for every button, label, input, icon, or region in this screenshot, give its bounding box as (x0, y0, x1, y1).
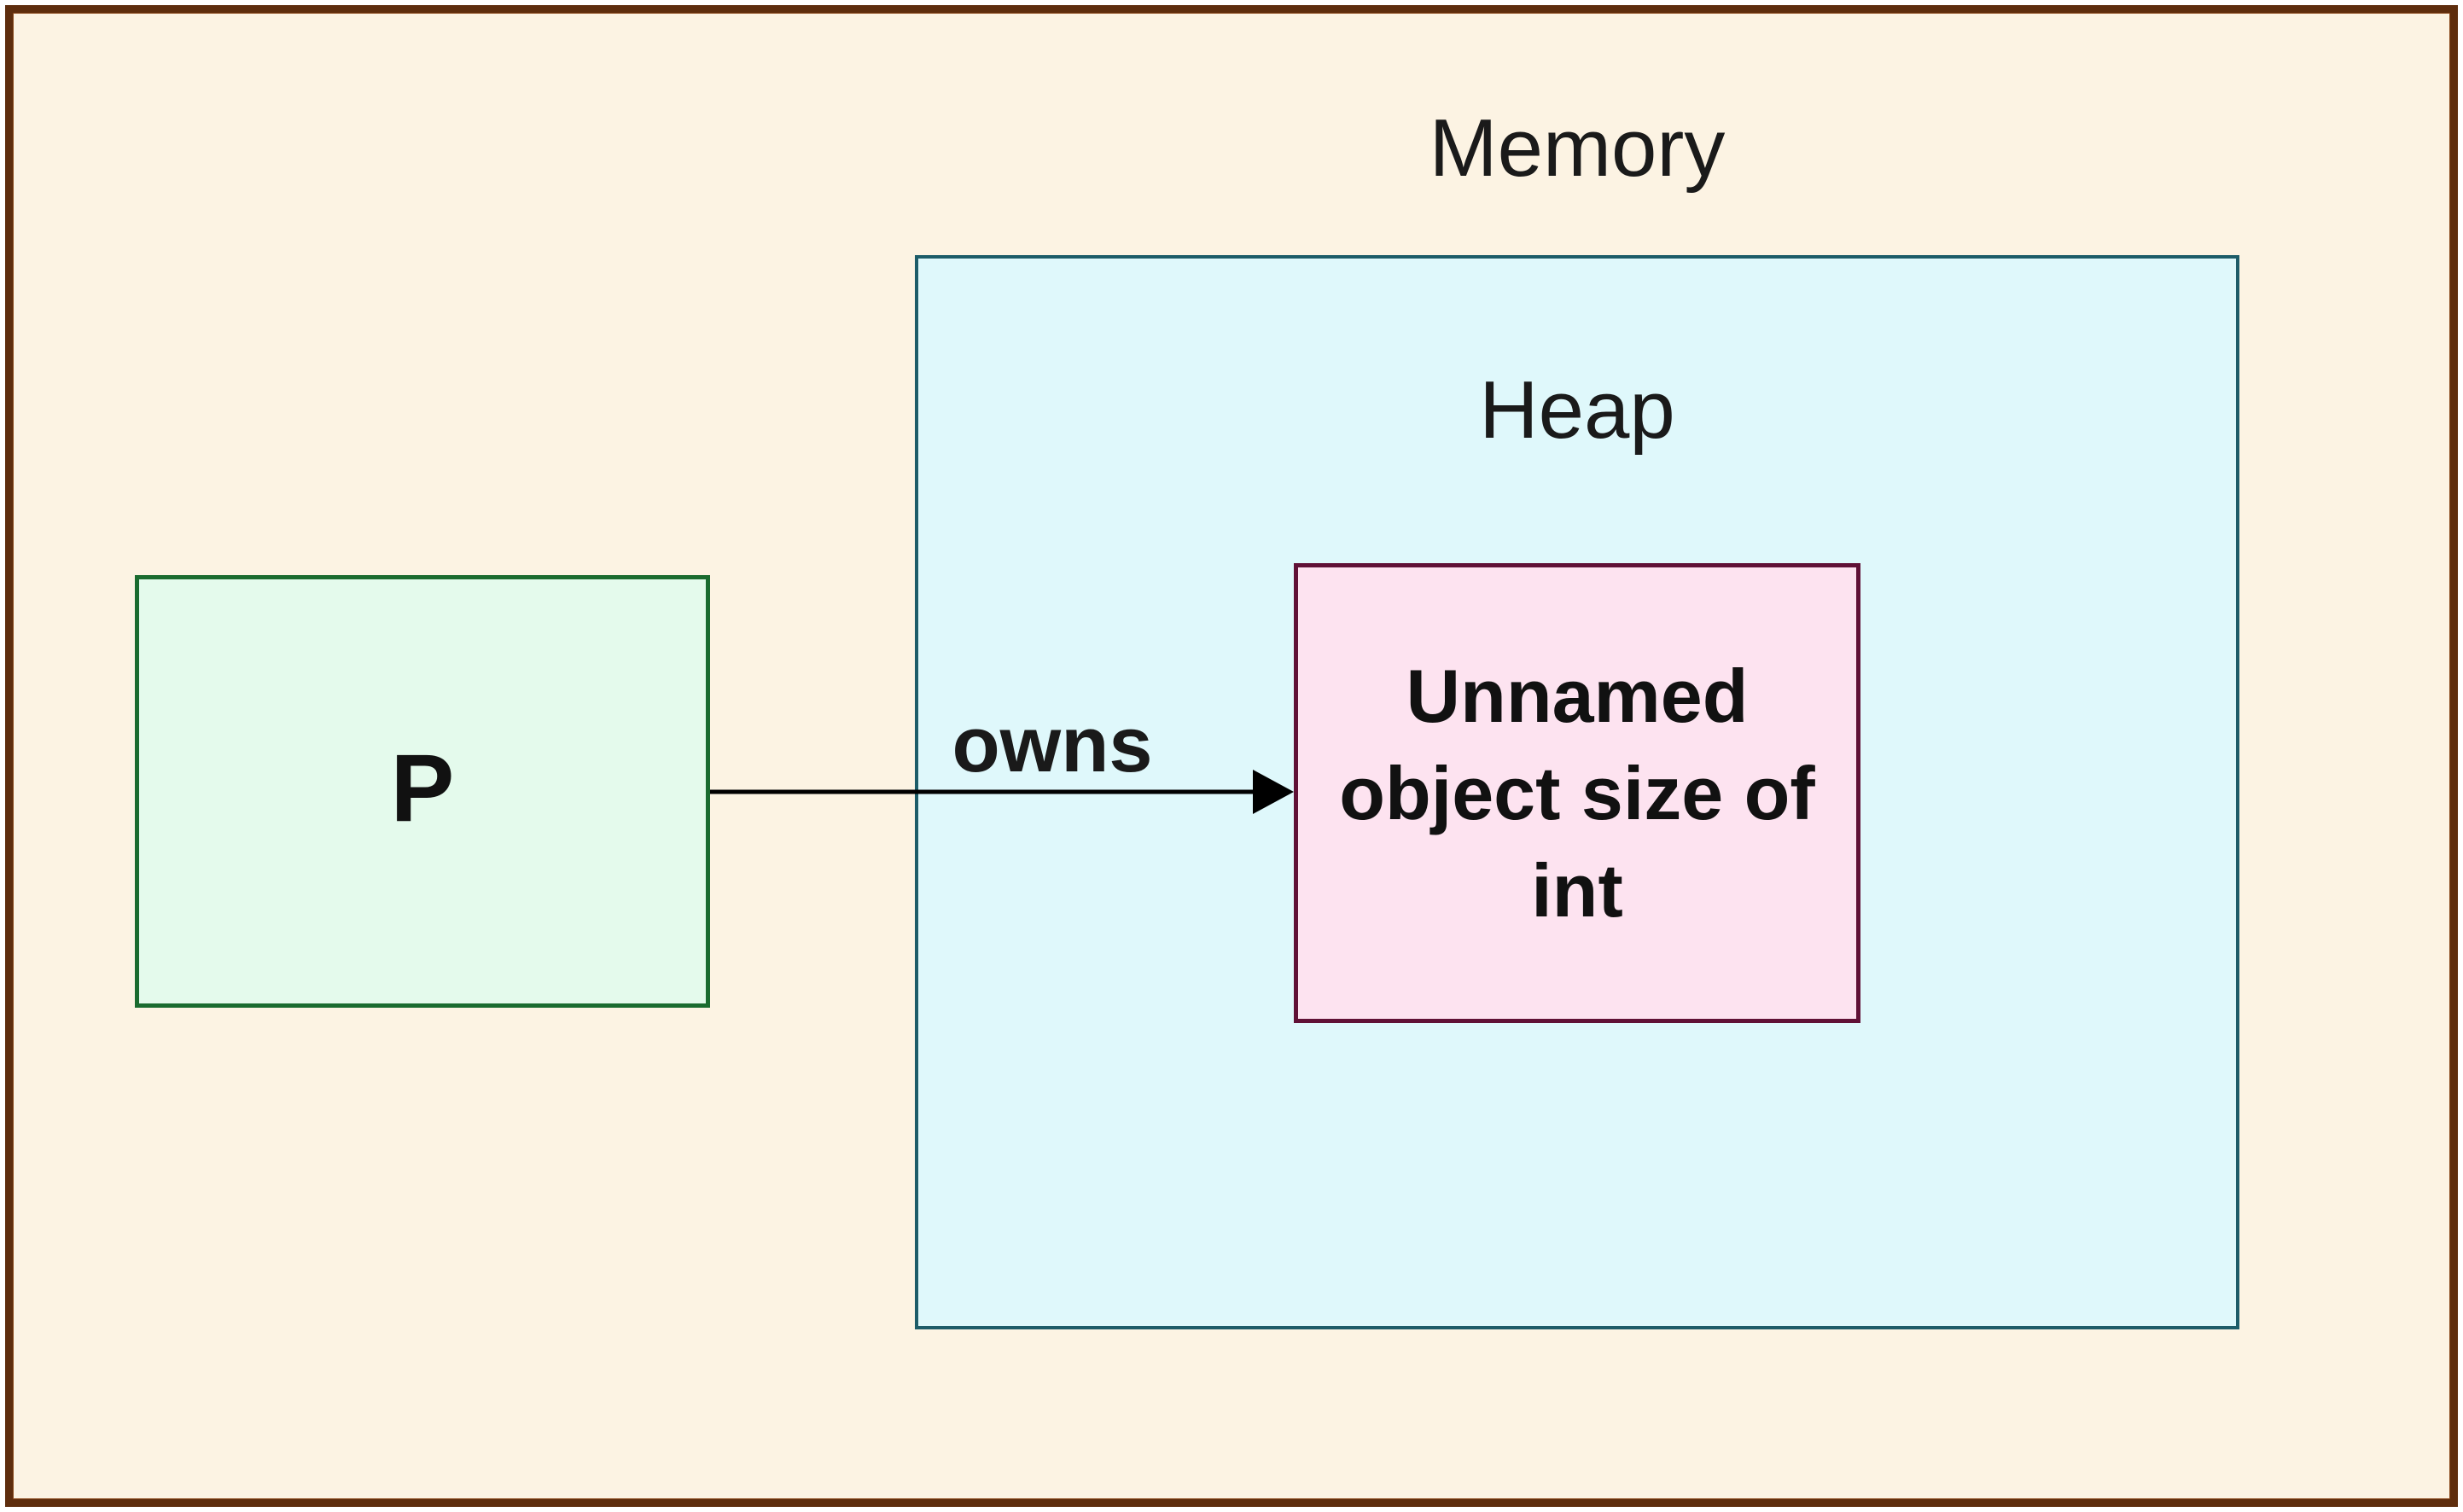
heap-label: Heap (1479, 364, 1675, 456)
object-box: Unnamed object size of int (1294, 563, 1860, 1023)
object-line: Unnamed (1406, 653, 1749, 738)
object-line: object size of (1339, 750, 1815, 835)
memory-title: Memory (1429, 102, 1726, 194)
object-line: int (1531, 847, 1623, 933)
owns-arrow (710, 770, 1294, 814)
pointer-label: P (390, 734, 455, 841)
owns-label: owns (952, 701, 1153, 788)
pointer-box: P (135, 575, 710, 1008)
arrow-head (1253, 770, 1294, 814)
